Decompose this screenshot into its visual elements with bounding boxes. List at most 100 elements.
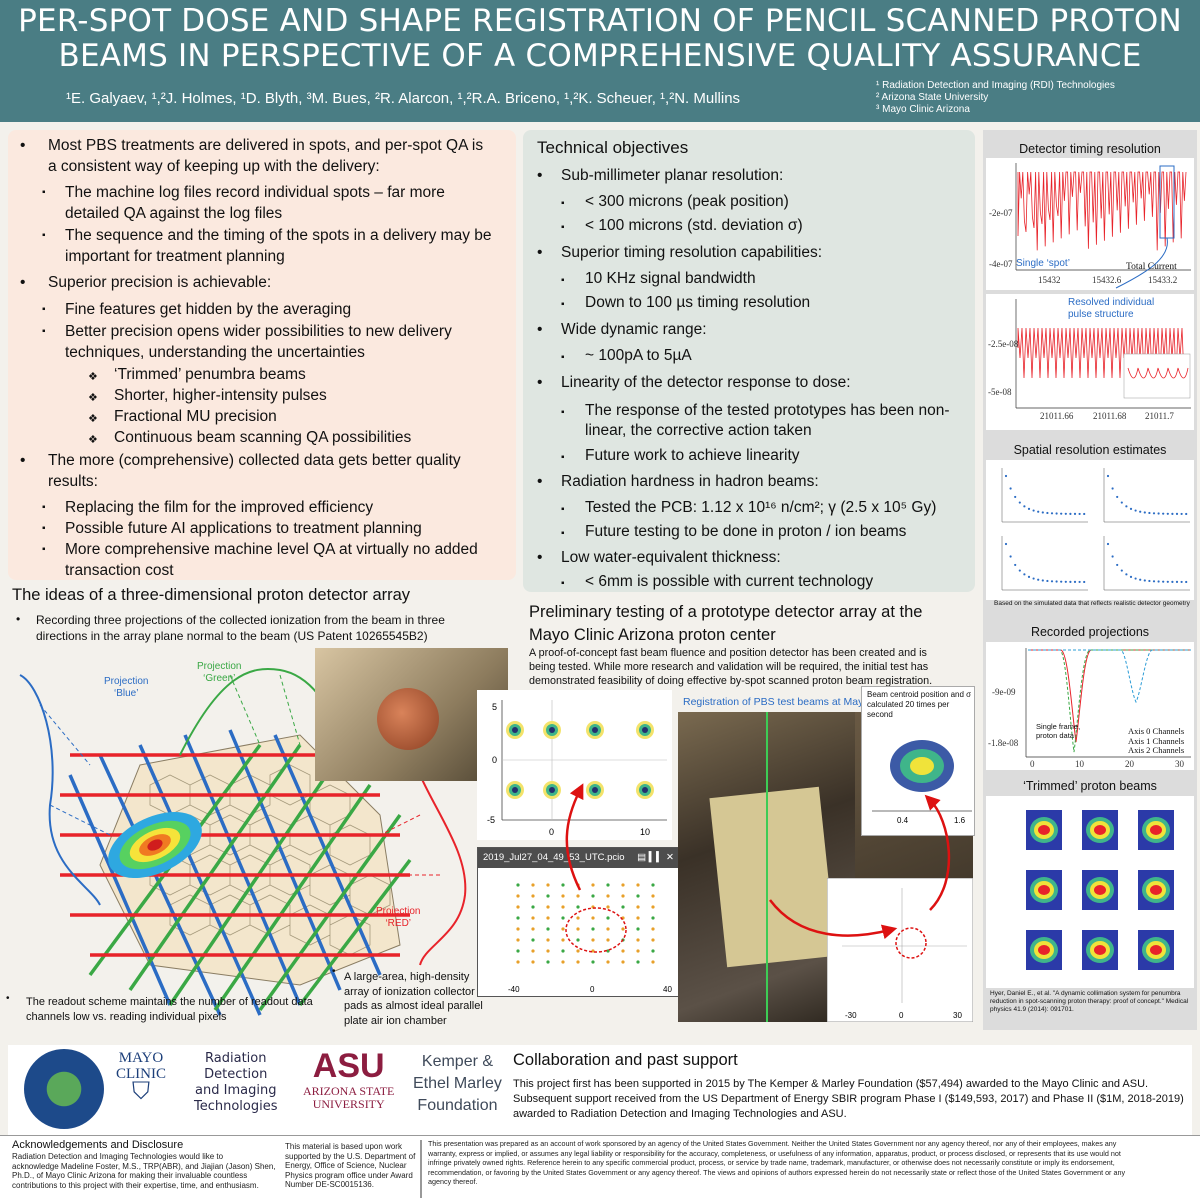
bullet-text: Superior precision is achievable: bbox=[48, 274, 272, 291]
sub-bullet-dot: ▪ bbox=[42, 304, 46, 315]
tertiary-bullet-text: ‘Trimmed’ penumbra beams bbox=[114, 366, 306, 383]
affiliation-3: ³ Mayo Clinic Arizona bbox=[876, 104, 970, 115]
spot-dot bbox=[531, 949, 535, 953]
beam-spots-plot: 5 0 -5 0 10 bbox=[477, 690, 672, 840]
spot-dot bbox=[546, 927, 550, 931]
sub-bullet-text: transaction cost bbox=[65, 562, 174, 579]
beam-spot bbox=[636, 721, 654, 739]
motivation-box: • Most PBS treatments are delivered in s… bbox=[8, 130, 516, 580]
axis-2-channels-line bbox=[1028, 649, 1191, 704]
spot-dot bbox=[546, 916, 550, 920]
technical-objectives-box: Technical objectives • Sub-millimeter pl… bbox=[523, 130, 975, 592]
sub-bullet-text: Future testing to be done in proton / io… bbox=[585, 523, 907, 540]
bullet-dot: • bbox=[20, 137, 26, 154]
y-tick-0: 0 bbox=[492, 755, 497, 765]
spot-dot bbox=[561, 883, 565, 887]
spot-dot bbox=[546, 949, 550, 953]
highlight-circle bbox=[895, 927, 927, 959]
sub-bullet-text: 10 KHz signal bandwidth bbox=[585, 270, 756, 287]
spot-dot bbox=[531, 905, 535, 909]
beam-spot-heatmap bbox=[108, 811, 202, 879]
section-heading: Technical objectives bbox=[537, 138, 689, 157]
red-projection-curve bbox=[409, 744, 467, 966]
spot-map-plot: -40 0 40 bbox=[508, 883, 672, 994]
spot-dot bbox=[516, 894, 520, 898]
spot-dot bbox=[636, 894, 640, 898]
spot-dot bbox=[591, 938, 595, 942]
sub-bullet-dot: ▪ bbox=[42, 502, 46, 513]
spot-dot bbox=[516, 916, 520, 920]
red-readout-lines bbox=[60, 753, 410, 957]
timing-resolution-plots bbox=[986, 158, 1194, 430]
diamond-bullet: ❖ bbox=[88, 434, 98, 446]
bullet-dot: • bbox=[6, 993, 10, 1004]
projection-y-tick: -9e-09 bbox=[992, 687, 1016, 697]
affiliation-1: ¹ Radiation Detection and Imaging (RDI) … bbox=[876, 80, 1115, 91]
legend-axis-2: Axis 2 Channels bbox=[1128, 745, 1185, 755]
title-line-1: PER-SPOT DOSE AND SHAPE REGISTRATION OF … bbox=[18, 3, 1182, 39]
sub-bullet-dot: ▪ bbox=[561, 528, 565, 539]
spot-dot bbox=[546, 960, 550, 964]
spot-dot bbox=[516, 927, 520, 931]
x-tick-1.6: 1.6 bbox=[954, 816, 966, 825]
timing-y-tick: -5e-08 bbox=[988, 387, 1012, 397]
bullet-text: Wide dynamic range: bbox=[561, 321, 707, 338]
x-tick-0: 0 bbox=[549, 827, 554, 837]
timing-x-tick: 21011.66 bbox=[1040, 411, 1074, 421]
sub-bullet-text: The machine log files record individual … bbox=[65, 184, 445, 201]
spot-dot bbox=[651, 905, 655, 909]
spot-dot bbox=[591, 927, 595, 931]
trimmed-beam-panels bbox=[1026, 810, 1174, 970]
ideas-bullet: Recording three projections of the colle… bbox=[36, 612, 445, 644]
spot-dot bbox=[591, 916, 595, 920]
sub-bullet-dot: ▪ bbox=[42, 230, 46, 241]
spot-dot bbox=[591, 883, 595, 887]
spatial-resolution-plots bbox=[986, 460, 1194, 600]
spot-dot bbox=[561, 894, 565, 898]
y-tick-neg5: -5 bbox=[487, 815, 495, 825]
spot-dot bbox=[606, 894, 610, 898]
x-tick-0: 0 bbox=[899, 1011, 904, 1020]
sub-bullet-dot: ▪ bbox=[561, 198, 565, 209]
detector-array-diagram bbox=[19, 667, 467, 1016]
bullet-text: Superior timing resolution capabilities: bbox=[561, 244, 823, 261]
registration-scatter-plot: -30 0 30 bbox=[827, 878, 973, 1022]
spot-dot bbox=[636, 905, 640, 909]
spot-dot bbox=[591, 894, 595, 898]
bullet-text: a consistent way of keeping up with the … bbox=[48, 158, 380, 175]
timing-y-tick: -2e-07 bbox=[989, 208, 1013, 218]
window-titlebar[interactable]: 2019_Jul27_04_49_53_UTC.pcio ▤ ▍▍ ✕ bbox=[478, 848, 680, 868]
spot-dot bbox=[636, 949, 640, 953]
x-tick-0: 0 bbox=[590, 985, 595, 994]
spot-dot bbox=[606, 960, 610, 964]
blue-readout-lines bbox=[68, 729, 382, 1016]
sub-bullet-dot: ▪ bbox=[42, 187, 46, 198]
total-current-label: Total Current bbox=[1126, 262, 1177, 272]
spot-dot bbox=[591, 949, 595, 953]
sub-bullet-text: < 300 microns (peak position) bbox=[585, 193, 789, 210]
x-tick-10: 10 bbox=[640, 827, 650, 837]
spot-dot bbox=[621, 927, 625, 931]
collector-pads-photo bbox=[315, 648, 508, 781]
spot-dot bbox=[531, 883, 535, 887]
sub-bullet-text: important for treatment planning bbox=[65, 248, 285, 265]
spot-dot bbox=[591, 960, 595, 964]
software-window[interactable]: 2019_Jul27_04_49_53_UTC.pcio ▤ ▍▍ ✕ -40 … bbox=[477, 847, 681, 997]
x-tick-neg40: -40 bbox=[508, 985, 520, 994]
title-line-2: BEAMS IN PERSPECTIVE OF A COMPREHENSIVE … bbox=[58, 38, 1142, 74]
spot-dot bbox=[636, 916, 640, 920]
bullet-dot: • bbox=[20, 274, 26, 291]
spatial-plot-grid bbox=[1001, 468, 1190, 591]
spot-dot bbox=[546, 883, 550, 887]
sub-bullet-text: < 100 microns (std. deviation σ) bbox=[585, 217, 803, 234]
single-frame-label: Single frame,proton data bbox=[1036, 722, 1081, 740]
spot-dot bbox=[651, 927, 655, 931]
spot-dot bbox=[576, 916, 580, 920]
preliminary-heading: Preliminary testing of a prototype detec… bbox=[529, 603, 923, 644]
window-controls[interactable]: ▤ ▍▍ ✕ bbox=[637, 852, 674, 863]
asu-logo: ASU ARIZONA STATE UNIVERSITY bbox=[303, 1047, 395, 1111]
collab-text: This project first has been supported in… bbox=[513, 1078, 1184, 1120]
